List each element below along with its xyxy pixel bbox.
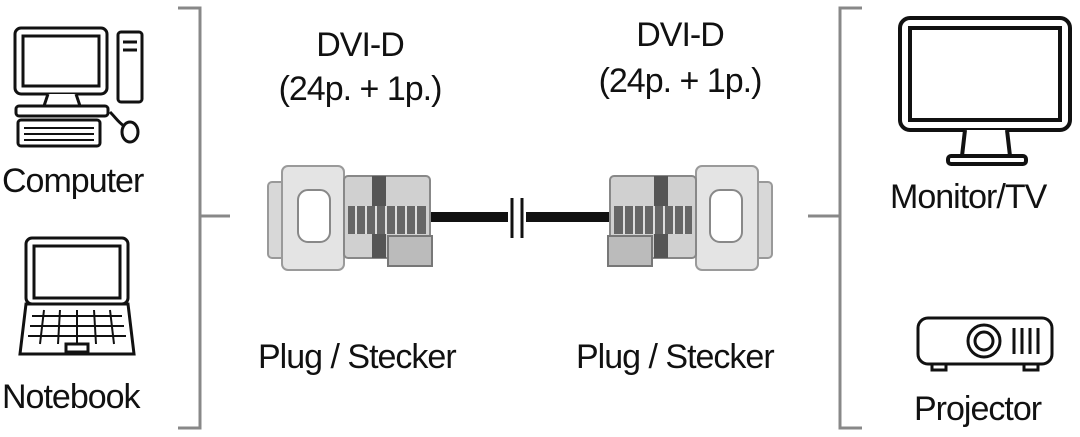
connector-right-type: DVI-D: [636, 16, 725, 54]
label-monitor-tv: Monitor/TV: [890, 178, 1047, 216]
notebook-icon: [18, 236, 136, 356]
connector-left-type: DVI-D: [316, 26, 405, 64]
dvi-plug-right: [607, 165, 773, 271]
dvi-plug-left: [267, 165, 433, 271]
cable-icon: [428, 196, 610, 240]
left-bracket: [178, 6, 230, 430]
label-notebook: Notebook: [2, 378, 141, 416]
label-projector: Projector: [914, 390, 1042, 428]
monitor-icon: [898, 16, 1072, 166]
connector-left-pins: (24p. + 1p.): [278, 70, 443, 108]
label-computer: Computer: [2, 162, 144, 200]
connector-right-label: Plug / Stecker: [576, 338, 775, 376]
projector-icon: [916, 316, 1054, 372]
computer-icon: [13, 26, 144, 148]
connector-left-label: Plug / Stecker: [258, 338, 457, 376]
connector-right-pins: (24p. + 1p.): [598, 62, 763, 100]
right-bracket: [808, 6, 862, 430]
